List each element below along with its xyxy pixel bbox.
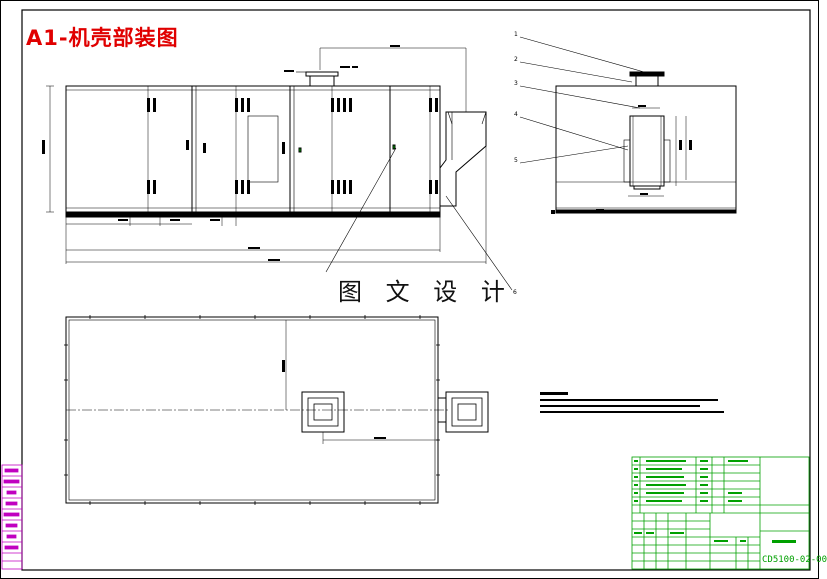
side-view bbox=[519, 36, 737, 214]
balloon-1: 1 bbox=[514, 31, 518, 38]
balloon-6: 6 bbox=[513, 289, 517, 296]
technical-notes bbox=[540, 392, 724, 413]
watermark-text: 图 文 设 计 bbox=[338, 278, 513, 306]
inner-frame bbox=[21, 9, 811, 571]
drawing-title: A1-机壳部装图 bbox=[26, 26, 179, 50]
balloon-5: 5 bbox=[514, 157, 518, 164]
balloon-3: 3 bbox=[514, 80, 518, 87]
title-block bbox=[631, 456, 810, 570]
front-view bbox=[42, 45, 513, 291]
balloon-4: 4 bbox=[514, 111, 518, 118]
left-side-strip bbox=[1, 464, 23, 570]
balloon-2: 2 bbox=[514, 56, 518, 63]
drawing-number: CD5100-02-00 bbox=[762, 555, 827, 565]
top-view bbox=[64, 315, 489, 505]
